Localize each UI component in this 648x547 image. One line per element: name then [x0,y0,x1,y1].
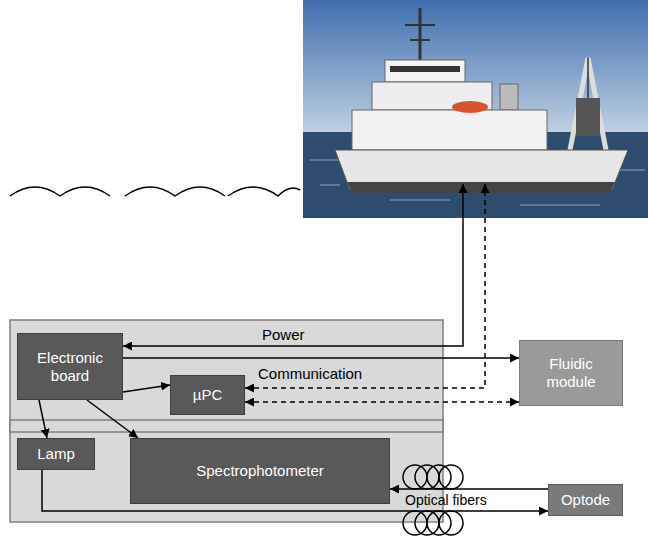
box-text: Electronic board [24,349,116,385]
bridge-windows [390,66,460,72]
connector-arrow [123,385,170,392]
box-text: Optode [561,491,610,509]
mast-yard [405,24,435,26]
box-text: µPC [193,386,222,404]
box-text: Spectrophotometer [196,462,324,480]
connector-arrow [87,400,138,438]
fiber-coil [439,465,463,489]
ship-mast [419,8,422,62]
process-box: µPC [170,375,245,415]
process-box: Spectrophotometer [130,438,390,504]
instrument-housing [10,320,443,522]
hanging-instrument [576,98,600,136]
box-text: Lamp [37,445,75,463]
hull-waterline [347,182,615,193]
signal-label: Optical fibers [405,492,487,509]
ship-funnel [500,84,518,110]
connector-arrow [123,357,519,359]
box-text: Fluidic module [526,355,616,391]
signal-label: Communication [258,365,362,382]
ship-bridge [385,60,465,82]
connector-arrow [39,400,47,438]
module-box: Fluidic module [519,340,623,406]
process-box: Electronic board [17,333,123,400]
ship-illustration [303,0,648,218]
lifeboat [452,101,488,113]
ship-superstructure [352,110,547,150]
fiber-coil [439,511,463,535]
process-box: Lamp [17,438,95,470]
connector-arrow [390,488,548,490]
sensor-box: Optode [548,484,623,516]
mast-yard [410,39,430,41]
power-cable [123,184,463,346]
signal-label: Power [262,326,305,343]
crane-cable [587,58,589,98]
sea-waves [10,187,300,196]
housing-divider [10,420,443,432]
communication-link [245,401,519,403]
